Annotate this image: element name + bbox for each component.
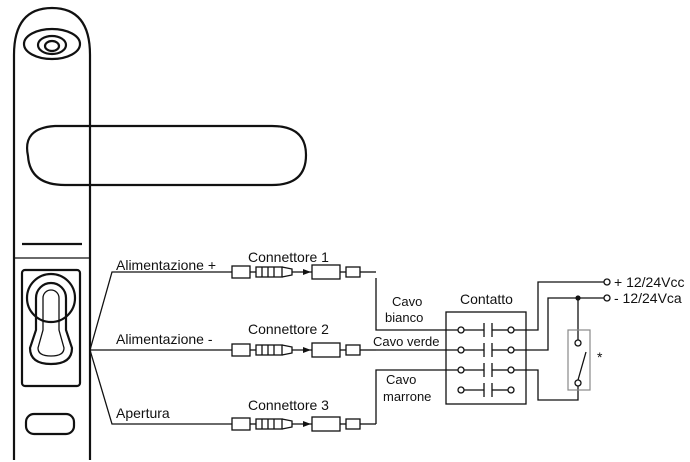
input-label-power-minus: Alimentazione - bbox=[116, 331, 213, 347]
terminal-minus bbox=[603, 294, 611, 302]
key-cylinder-icon bbox=[28, 281, 74, 366]
connector-label-2: Connettore 2 bbox=[248, 321, 329, 337]
cylinder-recess bbox=[20, 268, 82, 388]
terminal-plus bbox=[603, 278, 611, 286]
contact-box bbox=[445, 311, 527, 405]
cable-brown-line1: Cavo bbox=[386, 372, 416, 387]
bottom-slot bbox=[24, 412, 76, 436]
power-plus-label: + 12/24Vcc bbox=[614, 274, 684, 290]
connector-2 bbox=[231, 342, 376, 358]
switch-blade-icon bbox=[577, 351, 587, 381]
lever bbox=[26, 124, 308, 187]
fingerprint-sensor-icon bbox=[22, 27, 82, 61]
connector-1 bbox=[231, 264, 376, 280]
contact-row-4 bbox=[457, 383, 515, 397]
connector-label-1: Connettore 1 bbox=[248, 249, 329, 265]
contact-row-3 bbox=[457, 363, 515, 377]
cables bbox=[375, 278, 458, 424]
cylinder-outer bbox=[25, 272, 77, 324]
cable-white-line2: bianco bbox=[385, 310, 423, 325]
connector-3 bbox=[231, 416, 376, 432]
fan-wires bbox=[89, 271, 232, 425]
switch-contact-bottom bbox=[574, 379, 582, 387]
connectors bbox=[231, 264, 376, 432]
output-wires bbox=[514, 281, 604, 401]
backplate bbox=[12, 6, 92, 460]
switch-note: * bbox=[597, 349, 603, 365]
switch-contact-top bbox=[574, 339, 582, 347]
contact-row-2 bbox=[457, 343, 515, 357]
power-minus-label: - 12/24Vca bbox=[614, 290, 682, 306]
cable-white-line1: Cavo bbox=[392, 294, 422, 309]
connector-label-3: Connettore 3 bbox=[248, 397, 329, 413]
input-label-opening: Apertura bbox=[116, 405, 170, 421]
cable-green: Cavo verde bbox=[373, 334, 439, 349]
contact-row-1 bbox=[457, 323, 515, 337]
input-label-power-plus: Alimentazione + bbox=[116, 257, 216, 273]
contact-terminals bbox=[457, 323, 515, 397]
door-handle-illustration bbox=[12, 6, 308, 460]
relay-box bbox=[567, 329, 591, 391]
contact-title: Contatto bbox=[460, 291, 513, 307]
junction-dot bbox=[575, 295, 581, 301]
keyhole bbox=[37, 289, 65, 357]
cable-brown-line2: marrone bbox=[383, 389, 431, 404]
